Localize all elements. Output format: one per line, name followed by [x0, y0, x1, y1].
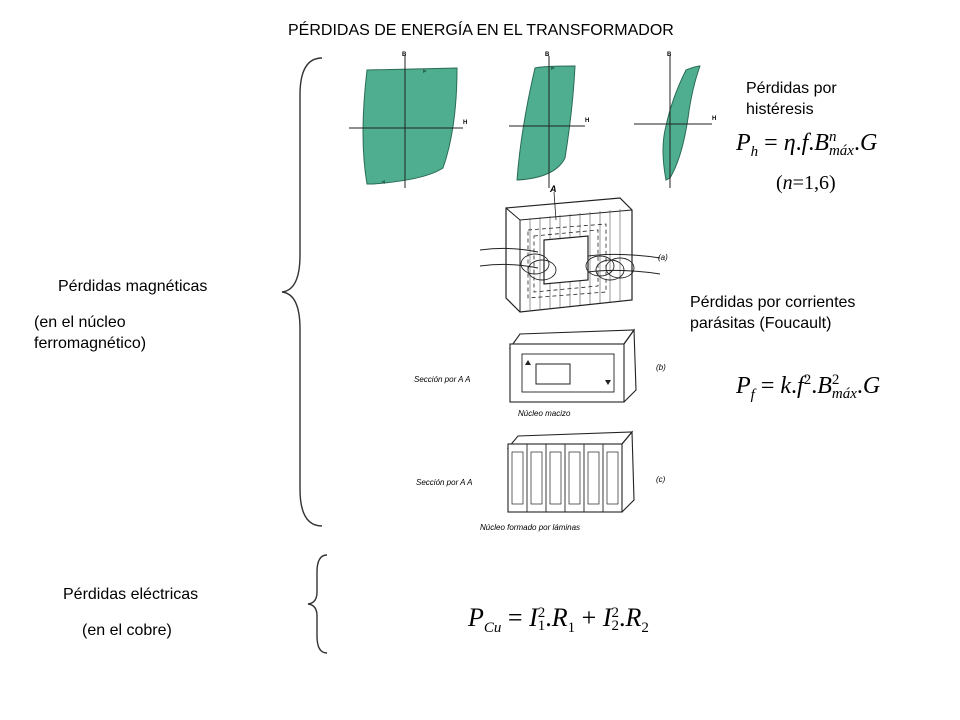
axis-b-label: B: [402, 52, 407, 58]
hysteresis-loop-narrow: B H: [634, 52, 716, 188]
laminated-core-drawing: A (a): [479, 184, 668, 313]
axis-h-label: H: [585, 118, 589, 124]
section-b-label: Sección por A A: [414, 375, 470, 384]
section-label-a: A: [549, 184, 557, 194]
magnetic-losses-sub-1: (en el núcleo: [34, 314, 126, 331]
hysteresis-loop-medium: B H: [509, 52, 589, 188]
caption-b: Núcleo macizo: [518, 409, 571, 418]
tag-a: (a): [658, 253, 668, 262]
magnetic-losses-sub-2: ferromagnético): [34, 335, 147, 352]
magnetic-brace: [281, 57, 323, 527]
tag-b: (b): [656, 363, 666, 372]
eddy-label-2: parásitas (Foucault): [690, 315, 832, 332]
electric-losses-label: Pérdidas eléctricas: [63, 586, 199, 603]
eddy-label-1: Pérdidas por corrientes: [690, 294, 856, 311]
section-c-label: Sección por A A: [416, 478, 472, 487]
axis-b-label: B: [667, 52, 672, 58]
magnetic-losses-label: Pérdidas magnéticas: [58, 278, 208, 295]
hysteresis-label-2: histéresis: [746, 101, 814, 118]
electric-losses-sub: (en el cobre): [82, 622, 172, 639]
axis-h-label: H: [463, 120, 467, 126]
electric-brace: [307, 554, 328, 654]
hysteresis-exponent: (n=1,6): [776, 172, 836, 194]
axis-h-label: H: [712, 116, 716, 122]
eddy-current-diagram: A (a) Sección por A A Núcleo macizo (b) …: [414, 184, 668, 532]
page-title: PÉRDIDAS DE ENERGÍA EN EL TRANSFORMADOR: [288, 22, 674, 39]
laminated-section-drawing: Sección por A A Núcleo formado por lámin…: [416, 430, 666, 532]
hysteresis-label-1: Pérdidas por: [746, 80, 837, 97]
solid-core-drawing: Sección por A A Núcleo macizo (b): [414, 328, 666, 418]
axis-b-label: B: [545, 52, 550, 58]
caption-c: Núcleo formado por láminas: [480, 523, 580, 532]
hysteresis-loop-wide: B H: [349, 52, 467, 188]
tag-c: (c): [656, 475, 666, 484]
